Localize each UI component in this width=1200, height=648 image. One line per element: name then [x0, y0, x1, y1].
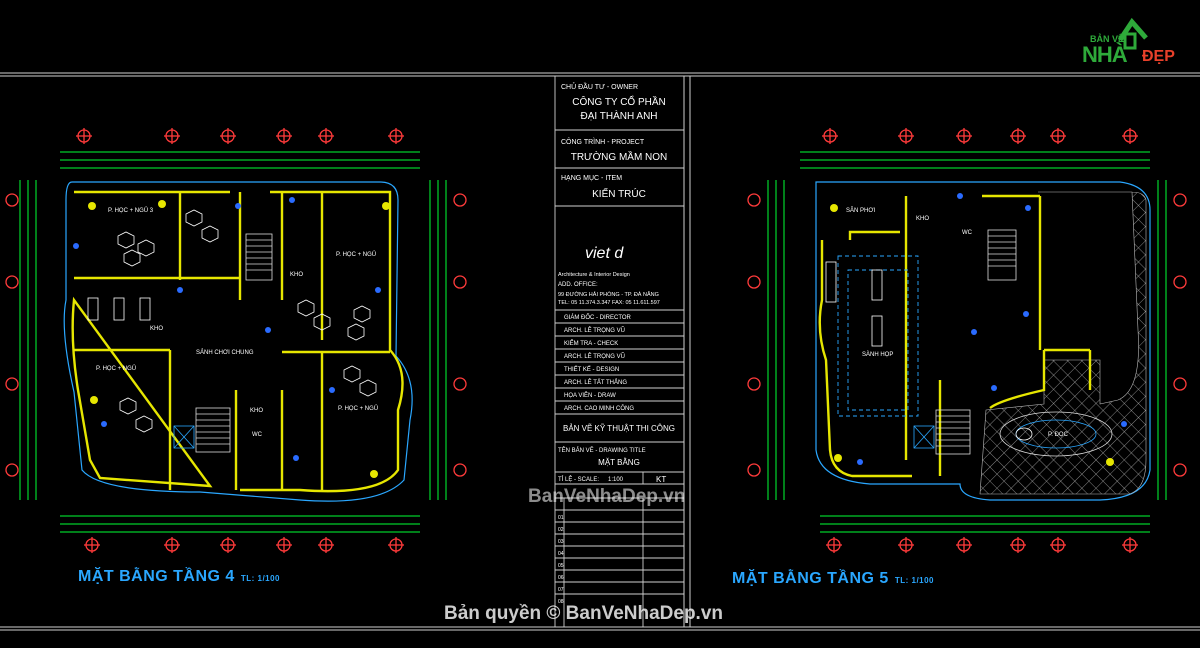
- revision-number: 05: [558, 563, 564, 569]
- room-label: WC: [252, 432, 263, 438]
- role-line: ARCH. LÊ TRỌNG VŨ: [564, 352, 625, 360]
- room-label: KHO: [916, 216, 929, 222]
- room-label: P. HỌC + NGỦ: [338, 405, 378, 412]
- plan-scale-text: TL: 1/100: [240, 574, 281, 583]
- grid-bubbles-4: [5, 128, 467, 553]
- revision-number: 07: [558, 587, 564, 593]
- room-label: KHO: [150, 326, 163, 332]
- logo-text-accent: ĐẸP: [1142, 48, 1175, 65]
- room-label: P. HỌC + NGỦ: [96, 365, 136, 372]
- revision-number: 08: [558, 599, 564, 605]
- sheet-code: KT: [656, 475, 666, 484]
- dimension-lines-5: [767, 151, 1167, 533]
- office-label: ADD. OFFICE:: [558, 282, 598, 288]
- room-label: SẢNH CHƠI CHUNG: [196, 349, 254, 356]
- role-line: GIÁM ĐỐC - DIRECTOR: [564, 314, 632, 321]
- revision-number: 01: [558, 515, 564, 521]
- floor-plan-4[interactable]: SẢNH CHƠI CHUNG P. HỌC + NGỦ 3 P. HỌC + …: [5, 128, 467, 553]
- plan-title-text: MẶT BẰNG TẦNG 5: [732, 570, 889, 587]
- furniture-5: [825, 261, 1113, 457]
- slab-outline-5: [815, 181, 1151, 501]
- plan-title-floor-4: MẶT BẰNG TẦNG 4 TL: 1/100: [78, 568, 280, 586]
- floor-plan-5[interactable]: SÂN PHƠI SÀNH HỌP P. ĐỌC KHO WC: [747, 128, 1187, 553]
- drawing-title-label: TÊN BẢN VẼ - DRAWING TITLE: [558, 446, 646, 454]
- office-address: 99 ĐƯỜNG HẢI PHÒNG - TP. ĐÀ NẴNG: [558, 291, 659, 298]
- room-labels-5: SÂN PHƠI SÀNH HỌP P. ĐỌC KHO WC: [846, 207, 1069, 438]
- project-label: CÔNG TRÌNH - PROJECT: [561, 137, 645, 146]
- room-label: SÂN PHƠI: [846, 207, 875, 214]
- column-markers-5: [830, 193, 1127, 466]
- revision-number: 02: [558, 527, 564, 533]
- plan-title-text: MẶT BẰNG TẦNG 4: [78, 568, 235, 585]
- slab-outline-4: [63, 181, 413, 502]
- dimension-lines-top-4: [19, 151, 447, 533]
- title-block[interactable]: CHỦ ĐẦU TƯ - OWNER CÔNG TY CỔ PHẦN ĐẠI T…: [554, 75, 685, 628]
- drawing-stage: BẢN VẼ KỸ THUẬT THI CÔNG: [563, 424, 675, 433]
- logo-text-main: NHÀ: [1082, 42, 1128, 67]
- owner-name-line1: CÔNG TY CỔ PHẦN: [572, 95, 666, 108]
- room-label: P. HỌC + NGỦ: [336, 251, 376, 258]
- revision-number: 03: [558, 539, 564, 545]
- watermark-center: BanVeNhaDep.vn: [528, 486, 686, 507]
- room-label: KHO: [290, 272, 303, 278]
- drawing-title: MẶT BẰNG: [598, 458, 640, 467]
- role-line: HỌA VIÊN - DRAW: [564, 391, 616, 399]
- firm-subtitle: Architecture & Interior Design: [558, 272, 630, 278]
- scale-value: 1:100: [608, 477, 624, 483]
- item-label: HẠNG MỤC - ITEM: [561, 175, 622, 182]
- plan-scale-text: TL: 1/100: [894, 576, 935, 585]
- house-icon: [1117, 17, 1148, 50]
- role-line: ARCH. LÊ TRỌNG VŨ: [564, 326, 625, 334]
- staircase-4: [173, 233, 273, 453]
- room-label: SÀNH HỌP: [862, 351, 893, 358]
- role-line: ARCH. LÊ TẤT THẮNG: [564, 378, 627, 386]
- walls-4: [71, 190, 404, 493]
- scale-label: TỈ LỆ - SCALE:: [558, 475, 599, 483]
- plan-title-floor-5: MẶT BẰNG TẦNG 5 TL: 1/100: [732, 570, 934, 588]
- room-label: KHO: [250, 408, 263, 414]
- revision-number: 04: [558, 551, 564, 557]
- room-label: P. HỌC + NGỦ 3: [108, 207, 154, 214]
- roof-terrace-hatch: [979, 191, 1147, 495]
- owner-name-line2: ĐẠI THÀNH ANH: [580, 109, 657, 122]
- revision-number: 06: [558, 575, 564, 581]
- room-label: WC: [962, 230, 973, 236]
- role-line: ARCH. CAO MINH CÔNG: [564, 405, 634, 412]
- staircase-5: [913, 229, 1017, 455]
- role-line: KIỂM TRA - CHECK: [564, 340, 618, 347]
- firm-logo: viet d: [585, 245, 624, 262]
- site-logo[interactable]: BẢN VẼ NHÀ ĐẸP: [1076, 10, 1196, 70]
- owner-label: CHỦ ĐẦU TƯ - OWNER: [561, 81, 638, 91]
- room-labels-4: SẢNH CHƠI CHUNG P. HỌC + NGỦ 3 P. HỌC + …: [96, 207, 378, 438]
- room-label: P. ĐỌC: [1048, 432, 1069, 438]
- column-markers-4: [73, 197, 390, 478]
- logo-text-top: BẢN VẼ: [1090, 34, 1125, 44]
- role-line: THIẾT KẾ - DESIGN: [564, 366, 619, 373]
- watermark-copyright: Bản quyền © BanVeNhaDep.vn: [444, 603, 724, 624]
- office-phone: TEL: 05 11.374.3.347 FAX: 05 11.611.597: [558, 300, 660, 306]
- project-name: TRƯỜNG MẦM NON: [571, 150, 668, 163]
- grid-bubbles-5: [747, 128, 1187, 553]
- furniture-4: [87, 209, 377, 433]
- item-name: KIẾN TRÚC: [592, 187, 646, 200]
